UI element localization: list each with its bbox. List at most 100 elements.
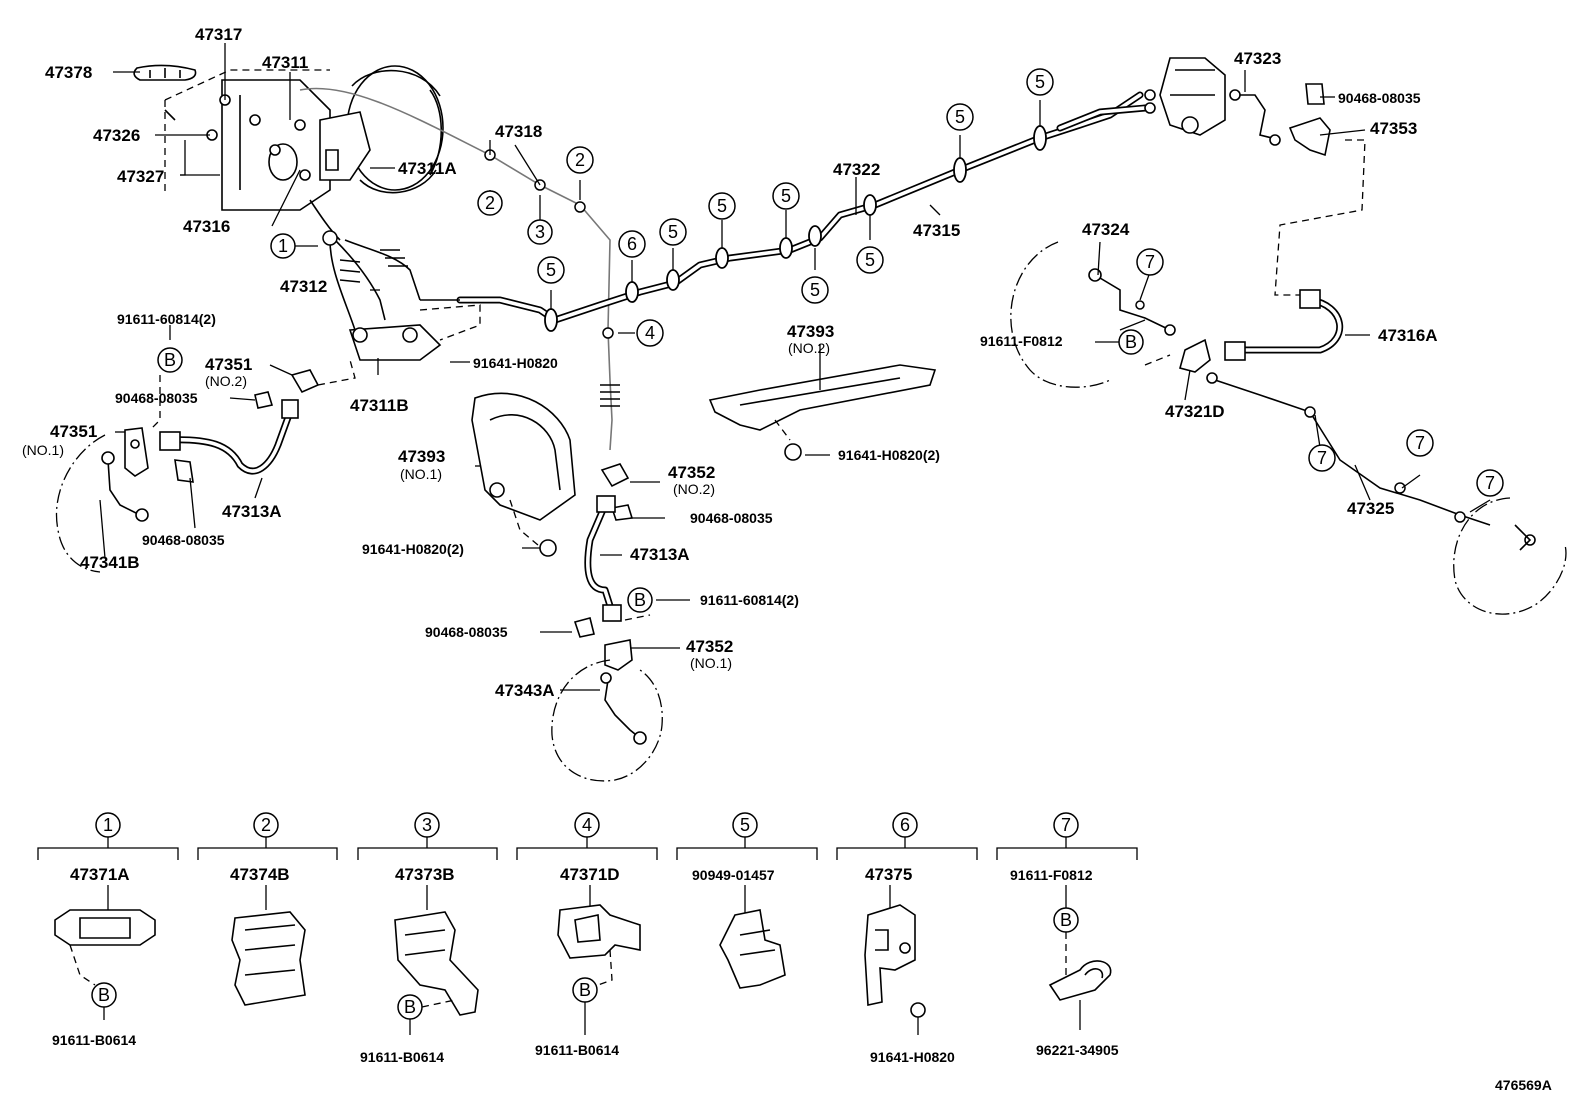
label-47322: 47322 xyxy=(833,160,880,179)
label-47351-no1: 47351 xyxy=(50,422,97,441)
legend-row: 1 47371A B 91611-B0614 2 47374B 3 xyxy=(37,812,1138,1065)
label-47352-no2: 47352 xyxy=(668,463,715,482)
svg-text:5: 5 xyxy=(740,815,750,835)
label-47352-no2-note: (NO.2) xyxy=(673,481,715,497)
legend-item-4: 4 47371D B 91611-B0614 xyxy=(516,812,658,1058)
svg-text:91611-B0614: 91611-B0614 xyxy=(535,1042,619,1058)
ref-marker-5a: 5 xyxy=(537,256,565,284)
label-47315: 47315 xyxy=(913,221,960,240)
svg-text:4: 4 xyxy=(582,815,592,835)
label-90468-08035-top: 90468-08035 xyxy=(1338,90,1421,106)
label-47313A-center: 47313A xyxy=(630,545,690,564)
svg-text:90949-01457: 90949-01457 xyxy=(692,867,775,883)
label-47321D: 47321D xyxy=(1165,402,1225,421)
legend-item-6: 6 47375 91641-H0820 xyxy=(836,812,978,1065)
svg-text:47375: 47375 xyxy=(865,865,912,884)
svg-text:96221-34905: 96221-34905 xyxy=(1036,1042,1119,1058)
label-90468-08035-center-low: 90468-08035 xyxy=(425,624,508,640)
svg-text:5: 5 xyxy=(865,250,875,270)
legend-item-5: 5 90949-01457 xyxy=(676,812,818,989)
label-47351-no2: 47351 xyxy=(205,355,252,374)
ref-marker-7c: 7 xyxy=(1406,429,1434,457)
svg-text:47371D: 47371D xyxy=(560,865,620,884)
svg-text:91611-B0614: 91611-B0614 xyxy=(360,1049,444,1065)
label-47323: 47323 xyxy=(1234,49,1281,68)
label-47352-no1-note: (NO.1) xyxy=(690,655,732,671)
svg-text:5: 5 xyxy=(717,196,727,216)
svg-text:B: B xyxy=(634,590,646,610)
label-91641-H0820-center: 91641-H0820 xyxy=(473,355,558,371)
svg-text:7: 7 xyxy=(1485,473,1495,493)
ref-marker-5b: 5 xyxy=(659,218,687,246)
label-91611-60814-center: 91611-60814(2) xyxy=(700,592,799,608)
label-47326: 47326 xyxy=(93,126,140,145)
label-47341B: 47341B xyxy=(80,553,140,572)
svg-text:47373B: 47373B xyxy=(395,865,455,884)
label-47312: 47312 xyxy=(280,277,327,296)
label-47311A: 47311A xyxy=(398,159,457,178)
svg-text:47371A: 47371A xyxy=(70,865,130,884)
svg-text:B: B xyxy=(579,980,591,1000)
label-47393-no1-note: (NO.1) xyxy=(400,466,442,482)
svg-text:91611-B0614: 91611-B0614 xyxy=(52,1032,136,1048)
svg-text:6: 6 xyxy=(900,815,910,835)
svg-text:91641-H0820: 91641-H0820 xyxy=(870,1049,955,1065)
svg-text:5: 5 xyxy=(546,260,556,280)
legend-item-1: 1 47371A B 91611-B0614 xyxy=(37,812,179,1048)
svg-text:B: B xyxy=(164,350,176,370)
svg-text:B: B xyxy=(404,997,416,1017)
pipe-clips xyxy=(322,125,1047,339)
svg-text:7: 7 xyxy=(1061,815,1071,835)
label-47378: 47378 xyxy=(45,63,92,82)
label-47393-no2: 47393 xyxy=(787,322,834,341)
ref-marker-5d: 5 xyxy=(772,182,800,210)
svg-text:5: 5 xyxy=(810,280,820,300)
ref-marker-2b: 2 xyxy=(566,146,594,174)
label-47318: 47318 xyxy=(495,122,542,141)
ref-marker-5e: 5 xyxy=(801,276,829,304)
svg-text:4: 4 xyxy=(645,323,655,343)
ref-marker-7a: 7 xyxy=(1136,248,1164,276)
label-47325: 47325 xyxy=(1347,499,1394,518)
ref-marker-5c: 5 xyxy=(708,192,736,220)
svg-text:7: 7 xyxy=(1415,433,1425,453)
label-47317: 47317 xyxy=(195,25,242,44)
label-47351-no1-note: (NO.1) xyxy=(22,442,64,458)
label-47316A: 47316A xyxy=(1378,326,1438,345)
label-47393-no2-note: (NO.2) xyxy=(788,340,830,356)
label-91641-H0820-2-right: 91641-H0820(2) xyxy=(838,447,940,463)
drawing-id: 476569A xyxy=(1495,1077,1552,1093)
legend-item-7: 7 91611-F0812 B 96221-34905 xyxy=(996,812,1138,1058)
svg-text:1: 1 xyxy=(103,815,113,835)
label-47311: 47311 xyxy=(262,53,308,72)
ref-marker-5f: 5 xyxy=(856,246,884,274)
label-91611-60814-left: 91611-60814(2) xyxy=(117,311,216,327)
svg-text:7: 7 xyxy=(1145,252,1155,272)
svg-text:5: 5 xyxy=(781,186,791,206)
svg-text:B: B xyxy=(1060,910,1072,930)
label-47353: 47353 xyxy=(1370,119,1417,138)
svg-text:2: 2 xyxy=(261,815,271,835)
label-91611-F0812: 91611-F0812 xyxy=(980,333,1063,349)
ref-marker-7d: 7 xyxy=(1476,469,1504,497)
svg-text:5: 5 xyxy=(668,222,678,242)
label-47311B: 47311B xyxy=(350,396,409,415)
center-assembly xyxy=(471,364,937,782)
label-90468-08035-left-low: 90468-08035 xyxy=(142,532,225,548)
left-front-assembly xyxy=(55,359,356,573)
label-47351-no2-note: (NO.2) xyxy=(205,373,247,389)
svg-text:5: 5 xyxy=(955,107,965,127)
ref-marker-B-center: B xyxy=(627,587,653,613)
label-90468-08035-left: 90468-08035 xyxy=(115,390,198,406)
svg-text:3: 3 xyxy=(422,815,432,835)
label-47324: 47324 xyxy=(1082,220,1130,239)
ref-marker-6: 6 xyxy=(618,230,646,258)
rear-valve-assembly xyxy=(1010,57,1567,615)
svg-text:7: 7 xyxy=(1317,448,1327,468)
ref-marker-B-left: B xyxy=(157,347,183,373)
svg-text:2: 2 xyxy=(575,150,585,170)
label-47343A: 47343A xyxy=(495,681,555,700)
svg-text:47374B: 47374B xyxy=(230,865,290,884)
ref-marker-1: 1 xyxy=(270,233,296,259)
